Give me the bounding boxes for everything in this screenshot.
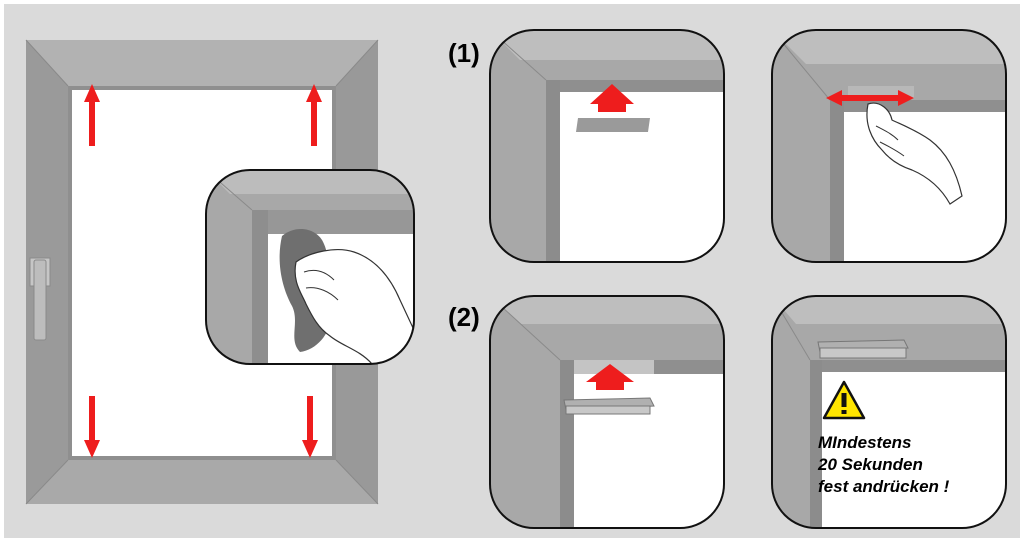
arrow-up-icon [586,364,634,390]
step1-panel-b [771,29,1007,263]
arrow-left-right-icon [826,90,914,106]
arrow-down-icon [84,396,100,458]
arrow-up-icon [84,84,100,146]
warning-line-1: MIndestens [818,433,912,452]
step-label-2: (2) [448,302,480,332]
step2-panel-a [489,295,725,529]
warning-text: MIndestens 20 Sekunden fest andrücken ! [818,432,949,498]
step2-panel-b [771,295,1007,529]
cleaning-zoom-panel [205,169,415,365]
hand-icon [294,249,414,364]
bracket [563,397,655,415]
bracket [817,339,909,359]
arrow-down-icon [302,396,318,458]
window-handle-icon [29,257,51,341]
hand-icon [866,102,963,205]
warning-line-2: 20 Sekunden [818,455,923,474]
adhesive-strip [576,118,650,132]
warning-line-3: fest andrücken ! [818,477,950,496]
warning-triangle-icon [822,380,866,420]
arrow-up-icon [590,84,634,112]
step-label-1: (1) [448,38,480,68]
step1-panel-a [489,29,725,263]
arrow-up-icon [306,84,322,146]
